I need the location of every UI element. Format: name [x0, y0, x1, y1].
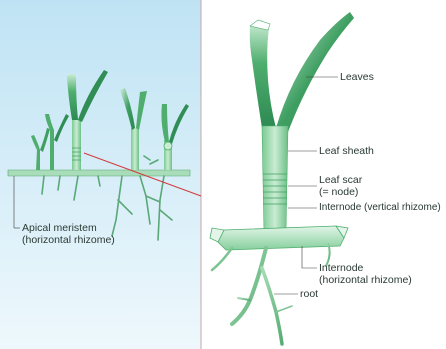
detail-leaf-left — [250, 20, 276, 128]
overview-panel — [0, 0, 201, 349]
label-root: root — [300, 288, 318, 300]
label-leaf-scar: Leaf scar — [319, 174, 362, 186]
label-apical-meristem: Apical meristem — [22, 222, 97, 234]
label-leaf-scar-node: (= node) — [319, 186, 358, 198]
label-internode-horizontal: Internode — [319, 262, 363, 274]
label-internode-horizontal-sub: (horizontal rhizome) — [319, 274, 412, 286]
label-leaves: Leaves — [340, 71, 374, 83]
label-leaf-sheath: Leaf sheath — [319, 145, 374, 157]
label-internode-vertical: Internode (vertical rhizome) — [319, 202, 441, 214]
detail-leaf-sheath — [262, 126, 288, 232]
label-apical-meristem-sub: (horizontal rhizome) — [22, 234, 115, 246]
detail-horizontal-rhizome — [218, 226, 344, 250]
